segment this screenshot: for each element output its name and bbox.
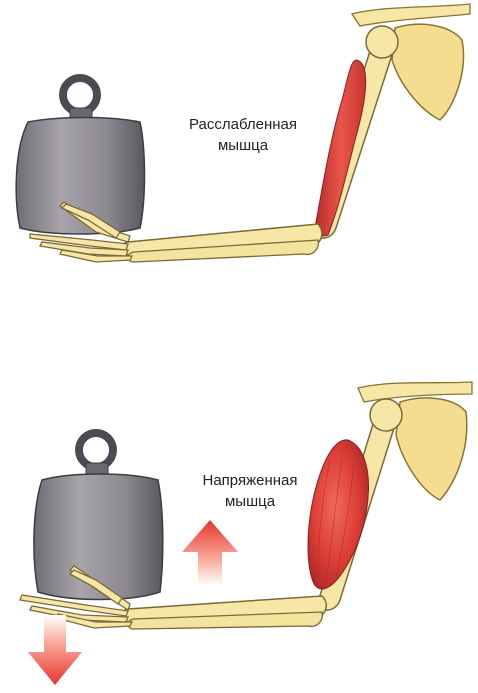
upward-force-arrow [182,520,238,585]
weight-block [34,474,163,600]
tensed-label-line2: мышца [190,491,310,512]
tensed-label-line1: Напряженная [190,470,310,491]
relaxed-label-line2: мышца [178,135,308,156]
scapula [396,398,467,500]
humeral-head [370,399,402,431]
weight-ring [79,433,113,467]
scapula [392,24,463,120]
tensed-arm-illustration [0,360,478,693]
weight-ring [63,78,97,112]
tensed-muscle-label: Напряженная мышца [190,470,310,512]
clavicle [352,4,470,26]
relaxed-muscle-label: Расслабленная мышца [178,114,308,156]
tensed-muscle-panel: Напряженная мышца [0,360,478,693]
relaxed-label-line1: Расслабленная [178,114,308,135]
relaxed-muscle-panel: Расслабленная мышца [0,0,478,300]
humeral-head [366,26,398,58]
downward-force-arrow [28,615,82,685]
